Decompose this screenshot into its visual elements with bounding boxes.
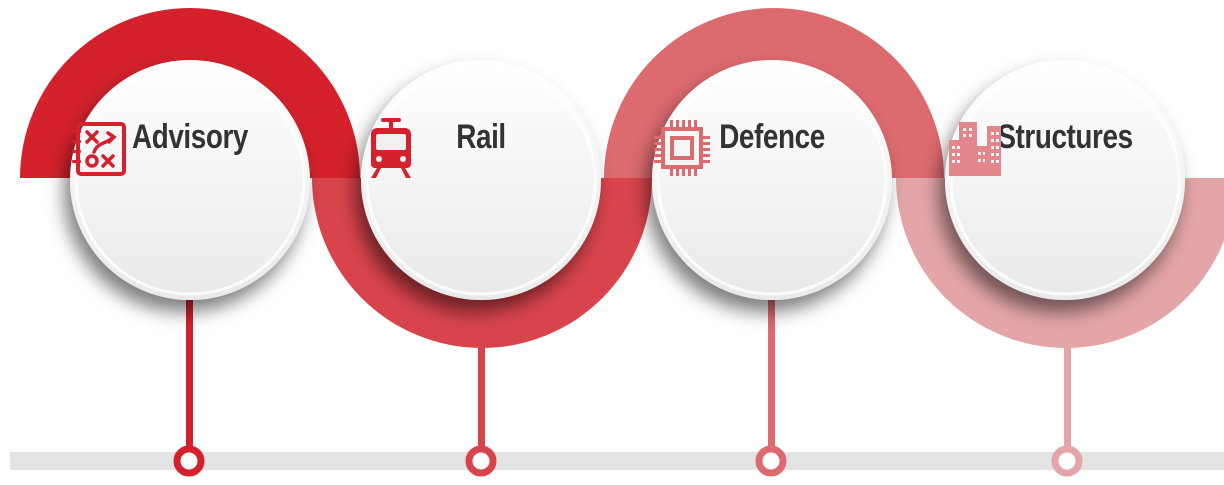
step-circle-rail	[361, 60, 601, 300]
step-circle-advisory	[70, 60, 310, 300]
step-title-defence: Defence	[719, 118, 825, 156]
connector-line-structures	[1064, 320, 1071, 446]
strategy-board-icon	[72, 122, 126, 176]
step-circle-defence	[652, 60, 892, 300]
microchip-icon	[654, 120, 710, 176]
timeline-node-defence	[755, 445, 787, 477]
timeline-bar	[10, 452, 1224, 470]
timeline-node-advisory	[173, 445, 205, 477]
ribbon-band-rail	[312, 178, 652, 348]
timeline-node-structures	[1051, 445, 1083, 477]
ribbon-band-advisory	[20, 8, 360, 178]
step-title-rail: Rail	[456, 118, 506, 156]
connector-line-advisory	[186, 290, 193, 446]
ribbon-band-structures	[896, 178, 1224, 348]
timeline-node-rail	[465, 445, 497, 477]
step-title-advisory: Advisory	[131, 118, 249, 156]
step-circle-structures	[945, 60, 1185, 300]
city-buildings-icon	[949, 122, 1001, 176]
step-title-structures: Structures	[997, 118, 1133, 156]
ribbon-band-defence	[604, 8, 944, 178]
connector-line-rail	[478, 345, 485, 446]
tram-icon	[371, 118, 411, 178]
connector-line-defence	[768, 290, 775, 446]
